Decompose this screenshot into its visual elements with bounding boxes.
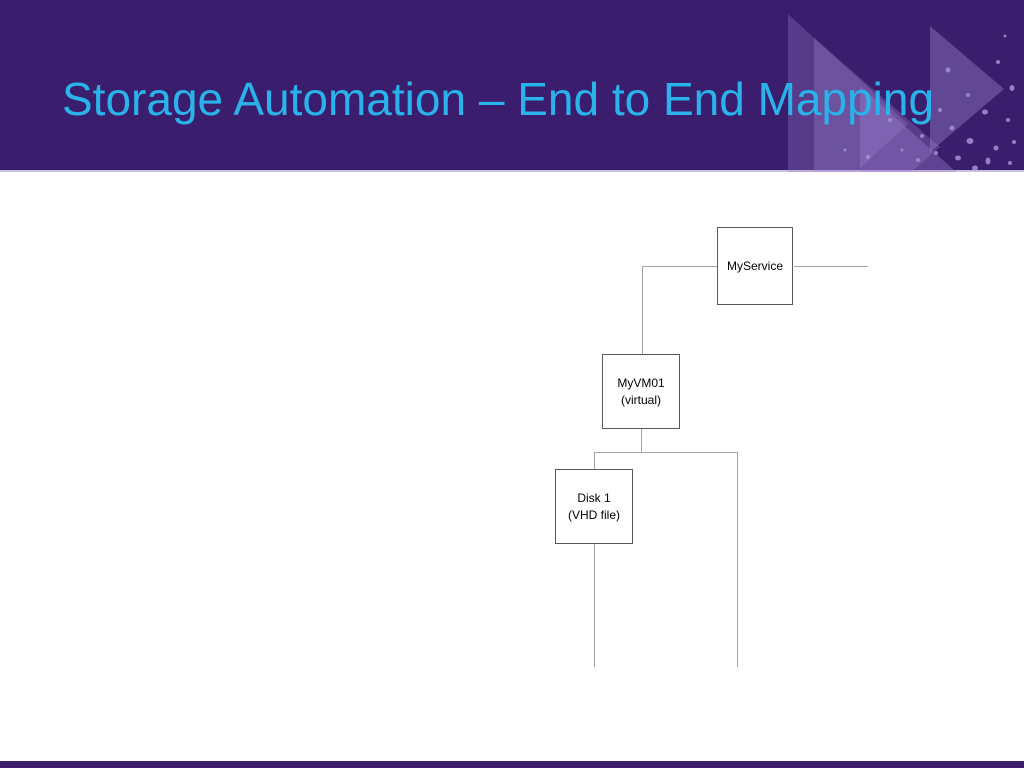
connector-bus-right-down (737, 453, 738, 667)
connector-myvm01-down (641, 429, 642, 452)
diagram-node-disk1: Disk 1 (VHD file) (555, 469, 633, 544)
node-sublabel: (virtual) (620, 392, 661, 407)
node-label: Disk 1 (577, 490, 611, 505)
connector-bus-horizontal (594, 452, 738, 453)
diagram-node-myvm01: MyVM01 (virtual) (602, 354, 680, 429)
slide-title: Storage Automation – End to End Mapping (62, 73, 935, 125)
node-label: MyVM01 (617, 375, 665, 390)
diagram-node-myservice: MyService (717, 227, 793, 305)
connector-bus-to-disk1 (594, 453, 595, 469)
footer-accent-bar (0, 761, 1024, 768)
connector-myservice-left (642, 266, 717, 267)
connector-disk1-down (594, 544, 595, 667)
node-sublabel: (VHD file) (567, 507, 620, 522)
connector-myservice-right (794, 266, 868, 267)
slide-header: Storage Automation – End to End Mapping (0, 0, 1024, 172)
connector-elbow-to-myvm01 (642, 267, 643, 354)
node-label: MyService (726, 258, 783, 273)
mapping-diagram: MyService MyVM01 (virtual) Disk 1 (VHD f… (0, 172, 1024, 761)
